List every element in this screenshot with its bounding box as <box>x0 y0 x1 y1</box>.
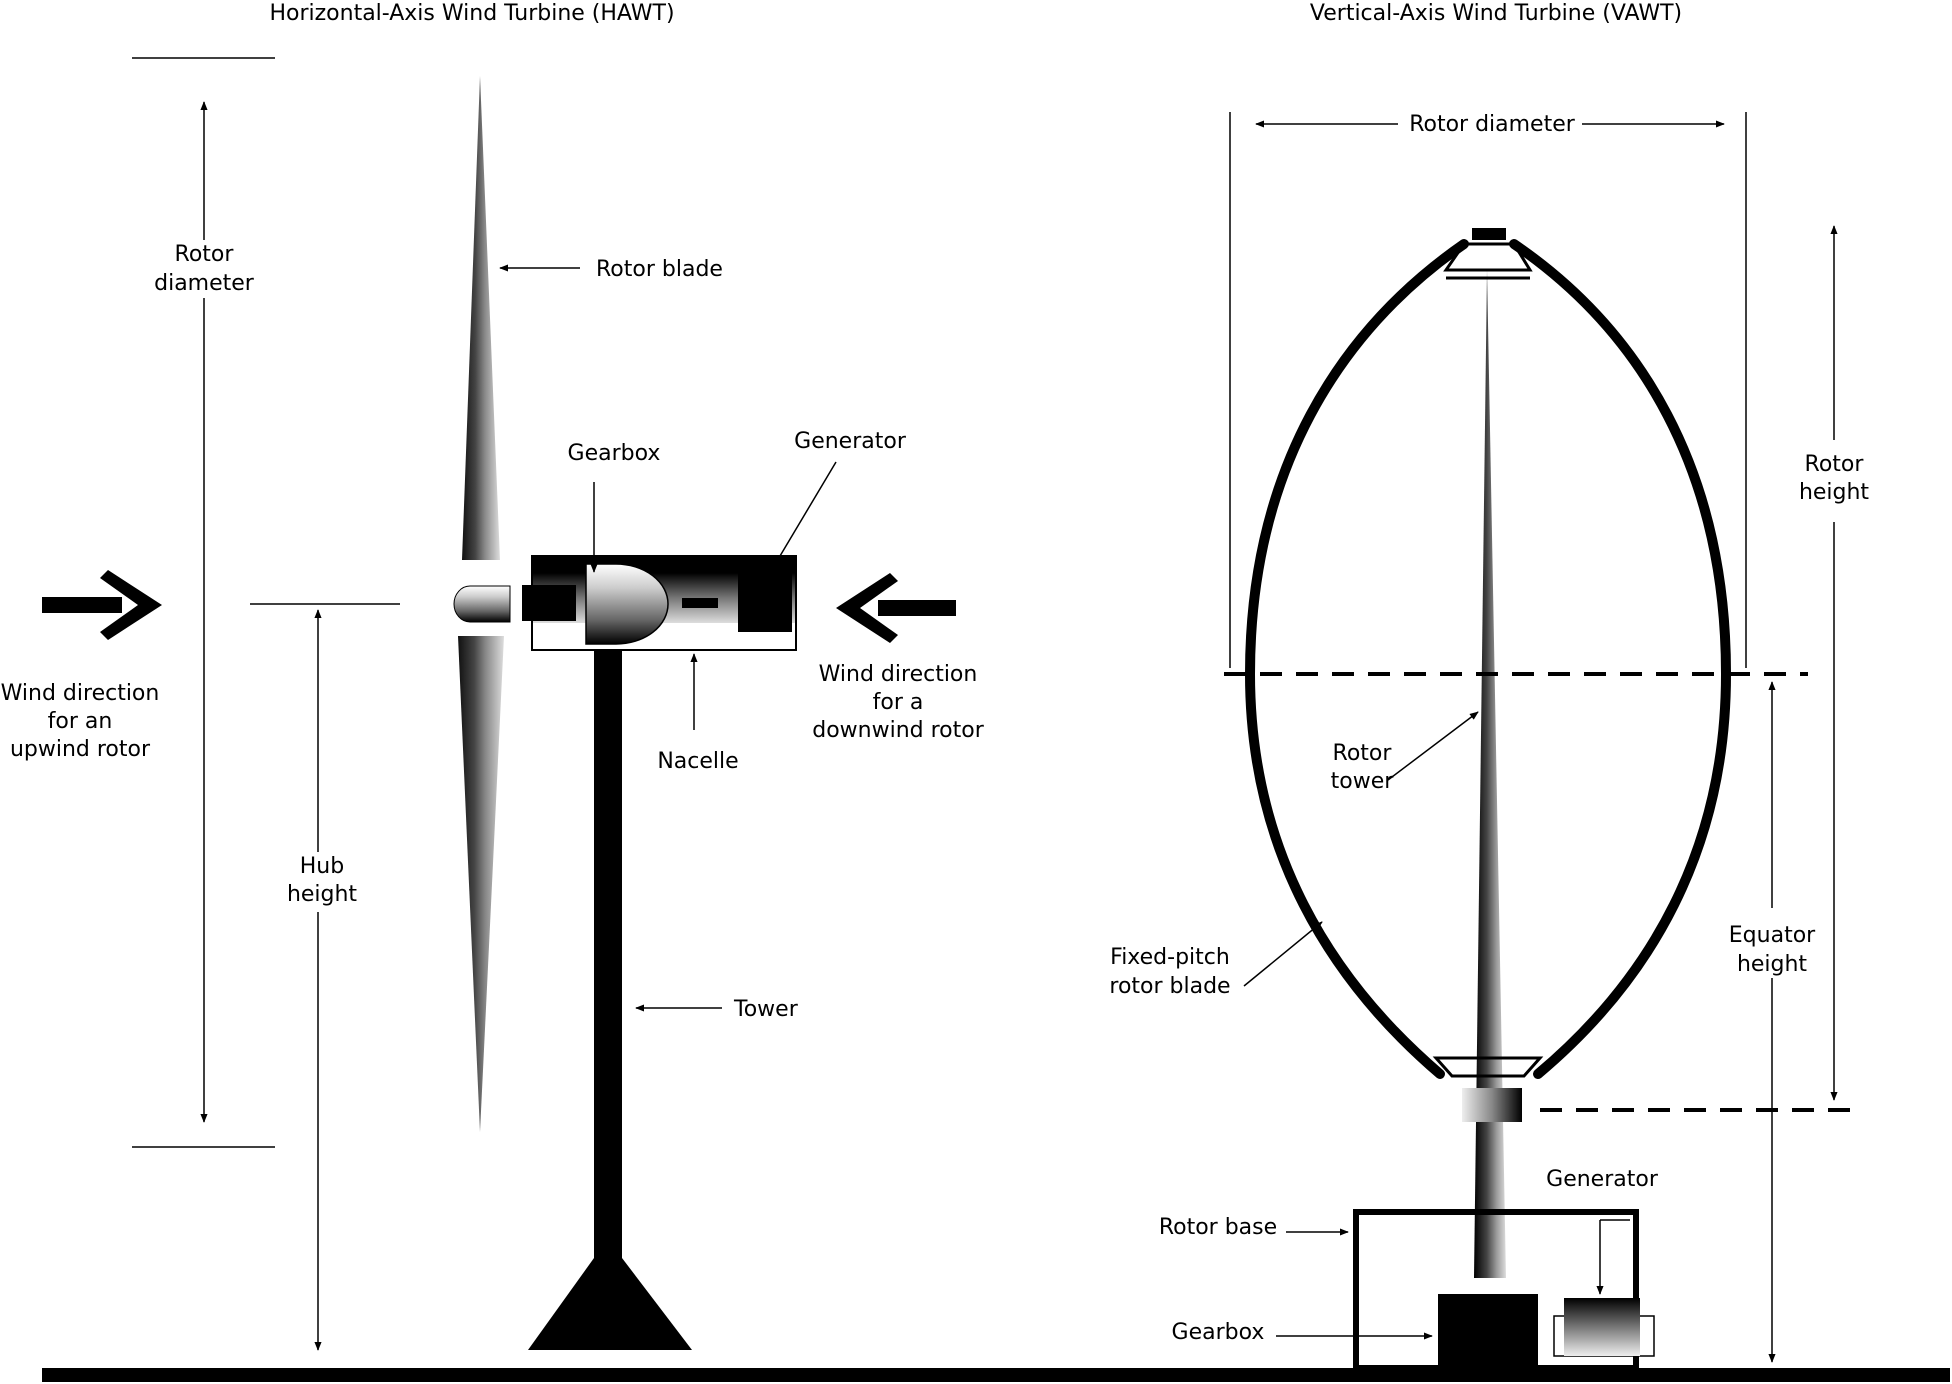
rotor-tower-pointer <box>1387 711 1479 781</box>
blade-label-1: Fixed-pitch <box>1110 945 1230 970</box>
upwind-label-1: Wind direction <box>1 681 160 706</box>
rotor-tower-label-1: Rotor <box>1333 741 1393 766</box>
fixed-pitch-rotor-blade <box>1244 239 1732 1079</box>
downwind-label-3: downwind rotor <box>812 718 984 743</box>
vawt-bottom-bracket <box>1432 1056 1544 1078</box>
rotor-tower-label-2: tower <box>1331 769 1395 794</box>
rotor-base-label: Rotor base <box>1159 1215 1277 1240</box>
vawt-top-bracket <box>1443 242 1533 272</box>
rotor-hub <box>453 585 511 623</box>
hawt-rotor-blade-label: Rotor blade <box>596 257 723 282</box>
blade-label-2: rotor blade <box>1109 974 1230 999</box>
downwind-label-1: Wind direction <box>819 662 978 687</box>
hub-height-label-2: height <box>287 882 357 907</box>
upwind-label-2: for an <box>48 709 113 734</box>
downwind-label-2: for a <box>873 690 924 715</box>
vawt-top-cap <box>1472 228 1506 240</box>
ground-line <box>42 1368 1950 1382</box>
downwind-arrow <box>836 573 956 643</box>
generator-hawt <box>738 572 792 632</box>
hawt-title: Horizontal-Axis Wind Turbine (HAWT) <box>269 1 674 26</box>
rotor-blade-lower <box>458 636 504 1132</box>
upwind-arrow <box>42 570 162 640</box>
hawt-generator-label: Generator <box>794 429 907 454</box>
generator-pointer <box>779 461 837 557</box>
hawt-tower-label: Tower <box>733 997 799 1022</box>
hawt-diagram: Horizontal-Axis Wind Turbine (HAWT) Roto… <box>1 1 985 1351</box>
gearbox-hawt <box>585 563 669 645</box>
upwind-label-3: upwind rotor <box>10 737 151 762</box>
gen-shaft <box>682 598 718 608</box>
vawt-rotor-tower <box>1474 270 1506 1278</box>
vawt-gearbox-label: Gearbox <box>1172 1320 1265 1345</box>
hawt-gearbox-label: Gearbox <box>568 441 661 466</box>
blade-pointer <box>1243 921 1323 987</box>
hawt-tower-base <box>528 1258 692 1350</box>
equator-height-label-1: Equator <box>1729 923 1816 948</box>
nacelle-roof <box>533 557 795 573</box>
hawt-tower <box>594 646 622 1258</box>
vawt-diagram: Vertical-Axis Wind Turbine (VAWT) Rotor … <box>1109 1 1869 1371</box>
equator-height-label-2: height <box>1737 952 1807 977</box>
vawt-generator <box>1564 1298 1640 1356</box>
vawt-generator-label: Generator <box>1546 1167 1659 1192</box>
rotor-height-label-1: Rotor <box>1805 452 1865 477</box>
hawt-rotor-diameter-label-2: diameter <box>154 271 255 296</box>
vawt-rotor-diameter-label: Rotor diameter <box>1409 112 1576 137</box>
hub-height-label-1: Hub <box>300 854 344 879</box>
vawt-title: Vertical-Axis Wind Turbine (VAWT) <box>1310 1 1682 26</box>
hawt-rotor-diameter-label-1: Rotor <box>175 242 235 267</box>
vawt-collar <box>1462 1088 1522 1122</box>
hawt-nacelle-label: Nacelle <box>657 749 738 774</box>
rotor-height-label-2: height <box>1799 480 1869 505</box>
main-shaft-bearing <box>522 585 576 621</box>
rotor-blade-upper <box>462 76 500 560</box>
vawt-gearbox <box>1438 1294 1538 1368</box>
